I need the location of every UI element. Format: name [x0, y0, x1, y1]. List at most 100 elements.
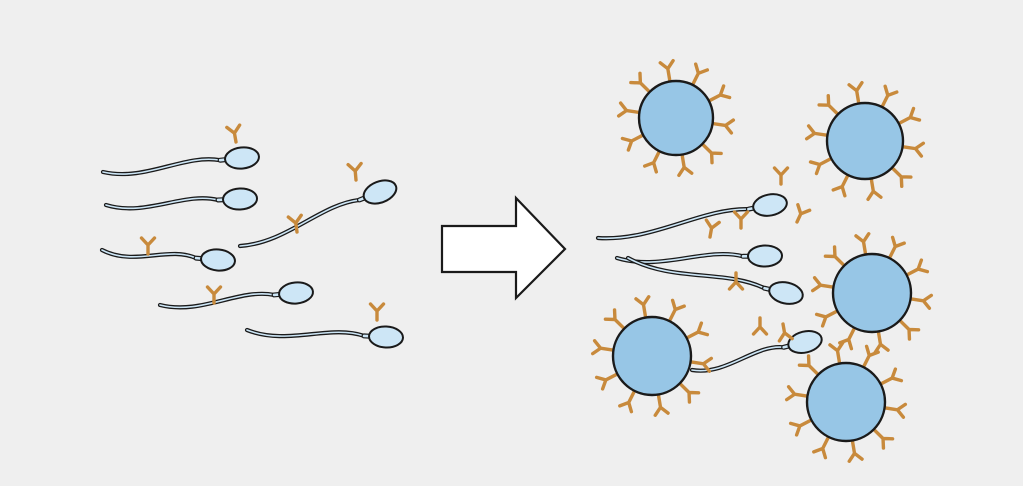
- cell-antibody-shape: [629, 71, 653, 95]
- cell-antibody-shape: [873, 328, 890, 354]
- sperm-tail: [103, 196, 221, 211]
- sperm-tail-inner: [105, 197, 219, 210]
- cell-antibody-shape: [788, 417, 814, 437]
- cell-antibody-icon: [823, 245, 847, 269]
- antibody-icon: [772, 166, 790, 186]
- antibody-icon: [751, 316, 769, 336]
- sperm-head: [362, 179, 398, 205]
- cell-antibody-icon: [642, 148, 662, 174]
- cell-antibody-icon: [616, 101, 643, 118]
- cell-antibody-shape: [690, 62, 710, 88]
- cell-body: [831, 252, 913, 334]
- cell-antibody-icon: [677, 380, 701, 404]
- antibody-icon: [704, 218, 721, 239]
- antibody-shape: [139, 236, 157, 256]
- antibody-icon: [346, 161, 363, 182]
- cell-antibody-shape: [887, 235, 906, 261]
- sperm-head: [787, 330, 823, 354]
- cell-antibody-icon: [618, 388, 637, 414]
- cell-antibody-shape: [881, 402, 908, 419]
- right-arrow-icon: [440, 195, 567, 301]
- cell-antibody-icon: [590, 339, 617, 356]
- cell-antibody-icon: [812, 434, 831, 460]
- cell-antibody-shape: [878, 367, 904, 387]
- cell-antibody-icon: [861, 344, 880, 370]
- antibody-icon: [732, 210, 750, 230]
- antibody-shape: [225, 123, 242, 144]
- sperm-head: [200, 248, 236, 272]
- sperm-head: [752, 193, 788, 217]
- cell-antibody-shape: [831, 172, 851, 198]
- cell-antibody-shape: [618, 388, 637, 414]
- sperm-tail: [100, 157, 223, 177]
- cell-body: [637, 79, 715, 157]
- cell-antibody-icon: [690, 62, 710, 88]
- cell-antibody-icon: [667, 298, 686, 324]
- sperm-tail-inner: [597, 208, 750, 240]
- cell-antibody-shape: [812, 434, 831, 460]
- cell-antibody-shape: [687, 356, 714, 373]
- cell-antibody-shape: [897, 317, 921, 341]
- cell-antibody-icon: [709, 118, 736, 135]
- cell-antibody-shape: [634, 295, 651, 321]
- antibody-shape: [777, 322, 794, 343]
- sperm-head: [224, 146, 260, 170]
- cell-antibody-shape: [594, 371, 620, 391]
- cell-antibody-shape: [904, 258, 930, 278]
- cell-antibody-shape: [616, 101, 643, 118]
- antibody-shape: [732, 210, 750, 230]
- cell-antibody-shape: [620, 132, 646, 152]
- antibody-icon: [727, 271, 745, 291]
- cell-antibody-shape: [642, 148, 662, 174]
- cell-antibody-icon: [881, 402, 908, 419]
- cell-antibody-icon: [866, 175, 883, 201]
- cell-antibody-icon: [847, 437, 864, 463]
- cells-layer: [590, 59, 934, 463]
- cell-antibody-shape: [889, 165, 913, 189]
- antibody-shape: [346, 161, 363, 182]
- cell-antibody-shape: [709, 118, 736, 135]
- cell-antibody-icon: [603, 308, 627, 332]
- sperm-tail-inner: [691, 346, 785, 372]
- cell-antibody-icon: [896, 106, 922, 126]
- sperm-tail: [237, 197, 362, 249]
- sperm-head: [747, 244, 783, 268]
- cell-antibody-icon: [804, 124, 831, 141]
- cell-antibody-icon: [831, 172, 851, 198]
- cell-antibody-icon: [684, 321, 710, 341]
- cell-antibody-icon: [889, 165, 913, 189]
- cell-antibody-shape: [677, 380, 701, 404]
- cell-antibody-icon: [879, 84, 899, 110]
- cell-antibody-shape: [810, 276, 837, 293]
- cell-antibody-icon: [904, 258, 930, 278]
- cell-antibody-shape: [808, 156, 834, 176]
- cell-antibody-icon: [878, 367, 904, 387]
- sperm-tail-inner: [102, 158, 221, 175]
- cell-body: [805, 361, 887, 443]
- sperm-tail-inner: [101, 249, 197, 259]
- sperm-tail-inner: [239, 199, 361, 247]
- cell-antibody-shape: [658, 59, 675, 85]
- cell-antibody-shape: [861, 344, 880, 370]
- cell-antibody-shape: [699, 141, 723, 165]
- cell-antibody-icon: [817, 93, 841, 117]
- antibody-shape: [286, 213, 303, 234]
- cell-antibody-shape: [653, 391, 670, 417]
- cell-antibody-icon: [687, 356, 714, 373]
- cell-antibody-shape: [866, 175, 883, 201]
- antibody-shape: [751, 316, 769, 336]
- antibodies-layer: [139, 123, 812, 343]
- sperm-head: [768, 281, 804, 305]
- cell-antibody-icon: [634, 295, 651, 321]
- cell-antibody-icon: [699, 141, 723, 165]
- cell-antibody-icon: [629, 71, 653, 95]
- sperm-head: [278, 281, 314, 305]
- cell-antibody-icon: [677, 151, 694, 177]
- cell-antibody-icon: [658, 59, 675, 85]
- cell-antibody-shape: [797, 354, 821, 378]
- cell-antibody-shape: [823, 245, 847, 269]
- cell-antibody-icon: [706, 84, 732, 104]
- antibody-shape: [727, 271, 745, 291]
- cell-antibody-icon: [899, 141, 926, 158]
